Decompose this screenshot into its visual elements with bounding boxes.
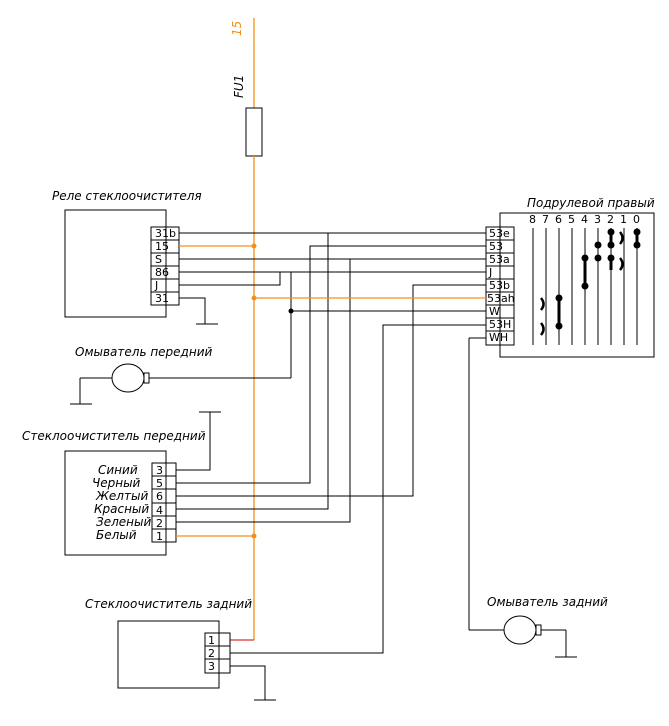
front-wiper-pin-1: 1 [156, 530, 163, 543]
front-wiper-pin-2: 2 [156, 517, 163, 530]
rear-wiper-title: Стеклоочиститель задний [85, 597, 252, 611]
relay-pin-31b: 31b [155, 227, 176, 240]
relay-pin-86: 86 [155, 266, 169, 279]
relay-pin-j: J [154, 279, 158, 292]
relay-pins: 31b 15 S 86 J 31 [150, 226, 180, 306]
switch-contacts [539, 228, 641, 336]
relay-box [64, 209, 167, 318]
junctions [251, 243, 257, 539]
switch-position-6: 6 [555, 213, 562, 226]
wire-color-blue: Синий [98, 463, 138, 477]
switch-position-labels: 8 7 6 5 4 3 2 1 0 [529, 213, 640, 226]
switch-position-3: 3 [594, 213, 601, 226]
fuse [245, 107, 263, 157]
rear-wiper-pins: 1 2 3 [204, 632, 231, 674]
switch-position-5: 5 [568, 213, 575, 226]
switch-position-7: 7 [542, 213, 549, 226]
wire-color-red: Красный [94, 502, 149, 516]
rear-washer-motor [468, 337, 577, 658]
rear-wiper-pin-3: 3 [208, 660, 215, 673]
front-wiper-pin-6: 6 [156, 490, 163, 503]
switch-pin-53a: 53a [489, 253, 510, 266]
rear-washer-title: Омыватель задний [487, 595, 608, 609]
relay-pin-31: 31 [155, 292, 169, 305]
supply-label: 15 [230, 21, 244, 36]
front-wiper-title: Стеклоочиститель передний [22, 429, 206, 443]
switch-position-8: 8 [529, 213, 536, 226]
wires [176, 232, 486, 701]
wire-color-green: Зеленый [96, 515, 151, 529]
relay-pin-15: 15 [155, 240, 169, 253]
front-wiper-pin-5: 5 [156, 477, 163, 490]
switch-pins: 53e 53 53a J 53b 53ah W 53H WH [485, 226, 515, 346]
fuse-label: FU1 [232, 75, 246, 98]
switch-position-0: 0 [633, 213, 640, 226]
switch-pin-53h: 53H [489, 318, 511, 331]
switch-pin-53ah: 53ah [487, 292, 515, 305]
switch-position-2: 2 [607, 213, 614, 226]
switch-pin-53b: 53b [489, 279, 510, 292]
relay-title: Реле стеклоочистителя [52, 189, 202, 203]
wire-color-yellow: Желтый [95, 489, 148, 503]
front-wiper-pin-3: 3 [156, 464, 163, 477]
switch-pin-j: J [488, 266, 492, 279]
w-junction [288, 308, 294, 314]
switch-pin-w: W [489, 305, 500, 318]
rear-wiper-box [117, 620, 220, 689]
switch-title: Подрулевой правый [527, 196, 655, 210]
front-wiper-pin-4: 4 [156, 504, 163, 517]
wire-color-black: Черный [92, 476, 141, 490]
supply-wires [176, 245, 486, 537]
rear-wiper-pin-2: 2 [208, 647, 215, 660]
front-washer-title: Омыватель передний [75, 345, 212, 359]
switch-pin-53e: 53e [489, 227, 510, 240]
front-washer-motor [70, 363, 291, 405]
rear-wiper-pin-1: 1 [208, 634, 215, 647]
switch-position-1: 1 [620, 213, 627, 226]
switch-pin-wh: WH [489, 331, 508, 344]
front-wiper-wire-colors: Синий Черный Желтый Красный Зеленый Белы… [92, 463, 151, 542]
switch-box [499, 212, 655, 358]
switch-position-4: 4 [581, 213, 588, 226]
relay-pin-s: S [155, 253, 162, 266]
wire-color-white: Белый [96, 528, 137, 542]
switch-pin-53: 53 [489, 240, 503, 253]
front-wiper-pins: 3 5 6 4 2 1 [151, 462, 177, 543]
